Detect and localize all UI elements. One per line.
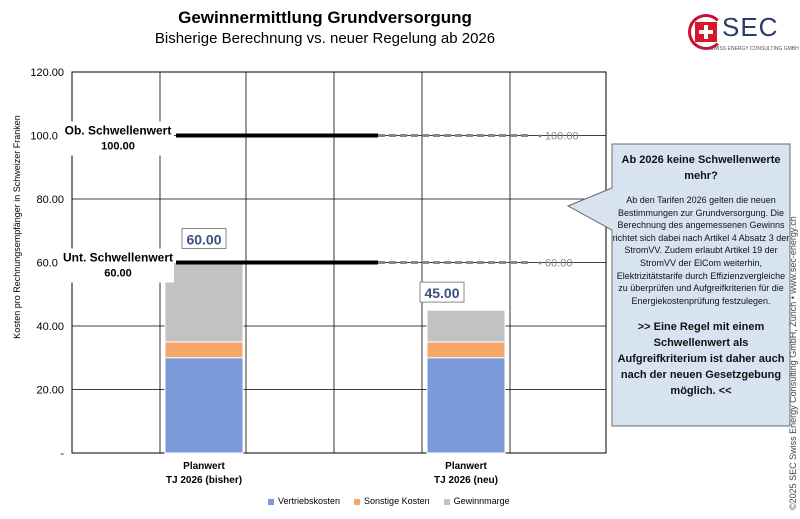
bar-segment-gewinnmarge (426, 309, 506, 343)
legend-label: Gewinnmarge (453, 496, 510, 506)
chart-title: Gewinnermittlung Grundversorgung (178, 8, 472, 27)
legend-swatch (354, 498, 361, 505)
category-label: Planwert (445, 461, 487, 472)
logo-ring-icon (688, 14, 724, 50)
bar-segment-sonstige-kosten (164, 341, 244, 359)
legend-swatch (443, 498, 450, 505)
legend-label: Sonstige Kosten (364, 496, 430, 506)
y-tick-label: 20.00 (36, 385, 64, 397)
copyright-text: ©2025 SEC Swiss Energy Consulting GmbH, … (788, 216, 798, 510)
y-axis-label: Kosten pro Rechnungsempfänger in Schweiz… (12, 115, 22, 339)
category-label: TJ 2026 (bisher) (166, 475, 242, 486)
category-label: Planwert (183, 461, 225, 472)
threshold-right-label: • 60.00 (538, 258, 572, 270)
y-tick-label: 120.00 (30, 67, 64, 79)
total-label: 45.00 (424, 285, 459, 301)
callout-bubble (566, 143, 791, 427)
threshold-right-label: • 100.00 (538, 131, 579, 143)
category-label: TJ 2026 (neu) (434, 475, 498, 486)
legend-item-gewinn: Gewinnmarge (443, 496, 510, 506)
threshold-label-bg (58, 248, 174, 283)
callout-body: Ab den Tarifen 2026 gelten die neuen Bes… (612, 195, 790, 306)
y-tick-label: 60.00 (36, 258, 64, 270)
legend: Vertriebskosten Sonstige Kosten Gewinnma… (268, 496, 510, 506)
bar-segment-vertriebskosten (426, 357, 506, 454)
legend-item-sonstige: Sonstige Kosten (354, 496, 430, 506)
callout-conclusion: >> Eine Regel mit einem Schwellenwert al… (617, 321, 785, 398)
threshold-value-label: 100.00 (101, 141, 135, 153)
threshold-value-label: 60.00 (104, 268, 132, 280)
threshold-label: Ob. Schwellenwert (65, 124, 172, 138)
callout-text: Ab 2026 keine Schwellenwerte mehr? Ab de… (612, 152, 790, 399)
legend-item-vertrieb: Vertriebskosten (268, 496, 340, 506)
y-tick-label: 100.00 (30, 131, 64, 143)
legend-swatch (268, 498, 274, 505)
logo-tagline: SWISS ENERGY CONSULTING GMBH (710, 46, 799, 52)
bar-segment-gewinnmarge (164, 262, 244, 343)
y-tick-label: 40.00 (36, 321, 64, 333)
legend-label: Vertriebskosten (278, 496, 341, 506)
chart-subtitle: Bisherige Berechnung vs. neuer Regelung … (154, 30, 496, 47)
callout-heading: Ab 2026 keine Schwellenwerte mehr? (621, 154, 781, 182)
bar-segment-vertriebskosten (164, 357, 244, 454)
y-tick-label: 80.00 (36, 194, 64, 206)
total-label-box (181, 228, 227, 249)
sec-logo: SEC SWISS ENERGY CONSULTING GMBH (688, 12, 799, 56)
total-label: 60.00 (186, 232, 221, 248)
threshold-label: Unt. Schwellenwert (63, 251, 173, 265)
y-tick-label: - (60, 448, 64, 460)
total-label-box (419, 281, 465, 303)
logo-text: SEC (722, 12, 779, 42)
threshold-label-bg (58, 121, 174, 156)
swiss-cross-icon (695, 22, 717, 42)
bar-segment-sonstige-kosten (426, 341, 506, 359)
